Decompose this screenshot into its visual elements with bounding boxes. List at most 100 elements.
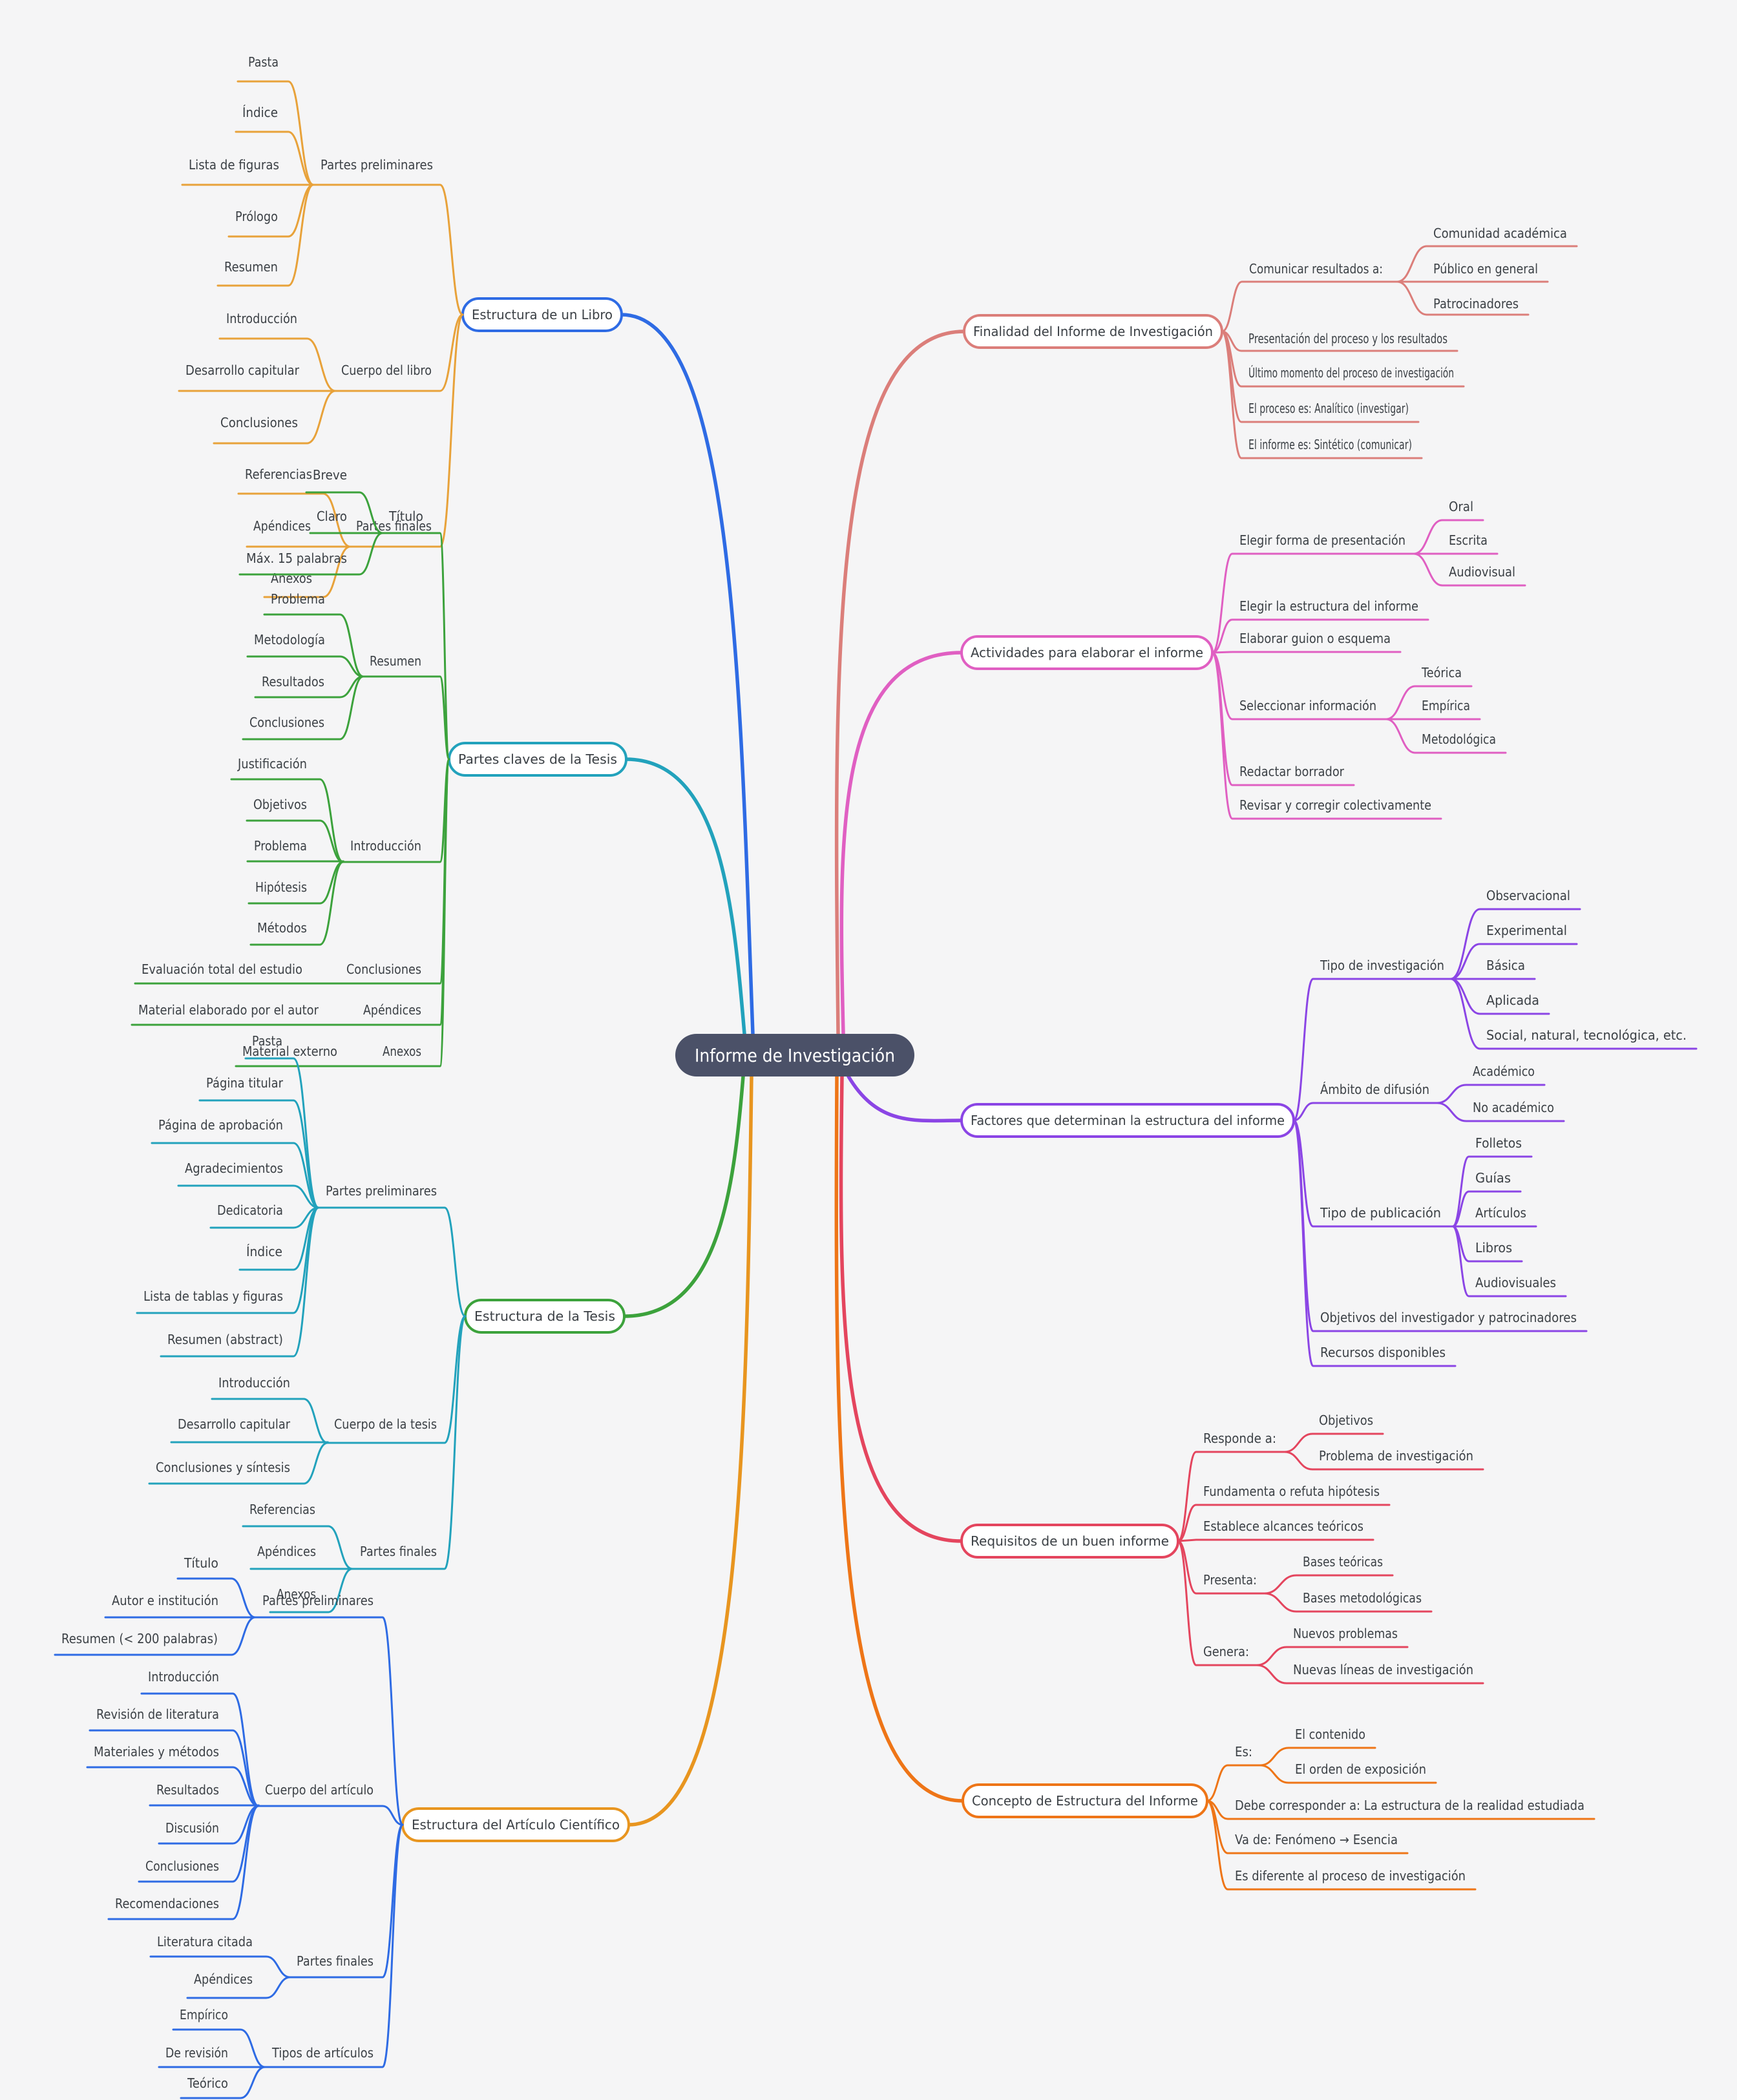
node-label[interactable]: El informe es: Sintético (comunicar) [1248,437,1412,452]
node-label[interactable]: Apéndices [257,1544,316,1559]
node-label[interactable]: Responde a: [1203,1431,1276,1446]
node-label[interactable]: Anexos [383,1044,421,1059]
node-label[interactable]: Bases teóricas [1303,1554,1383,1570]
node-label[interactable]: Partes preliminares [326,1183,437,1199]
node-label[interactable]: Presentación del proceso y los resultado… [1248,331,1448,346]
node-label[interactable]: Breve [313,467,347,483]
node-label[interactable]: Audiovisual [1449,564,1515,580]
node-label[interactable]: Claro [317,509,347,524]
node-label[interactable]: Patrocinadores [1433,296,1519,311]
node-label[interactable]: Dedicatoria [217,1202,283,1218]
node-label[interactable]: Guías [1475,1170,1511,1186]
node-label[interactable]: Audiovisuales [1475,1275,1556,1290]
node-label[interactable]: No académico [1473,1100,1554,1115]
node-label[interactable]: Seleccionar información [1239,698,1376,713]
node-label[interactable]: Aplicada [1486,992,1539,1008]
node-label[interactable]: Nuevas líneas de investigación [1293,1662,1473,1677]
node-label[interactable]: Comunicar resultados a: [1249,261,1383,277]
node-label[interactable]: Literatura citada [157,1934,253,1949]
node-label[interactable]: Genera: [1203,1644,1249,1659]
node-label[interactable]: Partes finales [360,1544,437,1559]
node-label[interactable]: Prólogo [235,209,278,224]
node-label[interactable]: Objetivos [253,797,307,812]
node-label[interactable]: Desarrollo capitular [178,1416,291,1432]
node-label[interactable]: Anexos [277,1586,316,1602]
node-label[interactable]: Tipo de publicación [1320,1205,1441,1221]
node-label[interactable]: Ámbito de difusión [1320,1082,1429,1097]
node-label[interactable]: Referencias [245,467,312,482]
node-label[interactable]: Elaborar guion o esquema [1239,631,1391,646]
node-label[interactable]: Problema de investigación [1319,1448,1473,1464]
node-label[interactable]: Resumen [370,653,421,669]
node-label[interactable]: Tipos de artículos [271,2045,374,2061]
node-label[interactable]: Justificación [237,756,307,772]
node-label[interactable]: Público en general [1433,261,1538,277]
node-label[interactable]: Objetivos [1319,1412,1373,1428]
node-label[interactable]: Índice [242,105,278,120]
node-label[interactable]: Metodológica [1422,731,1496,747]
node-label[interactable]: Metodología [254,632,325,647]
node-label[interactable]: Comunidad académica [1433,226,1567,241]
node-label[interactable]: Resumen (< 200 palabras) [61,1631,218,1646]
node-label[interactable]: Referencias [249,1502,315,1517]
node-label[interactable]: Anexos [271,571,312,586]
node-label[interactable]: Evaluación total del estudio [142,961,302,977]
node-label[interactable]: Métodos [257,920,307,936]
node-label[interactable]: Empírica [1422,698,1470,713]
node-label[interactable]: Partes preliminares [321,157,433,173]
node-label[interactable]: Agradecimientos [185,1160,283,1176]
node-label[interactable]: Es: [1235,1744,1252,1759]
node-label[interactable]: Revisión de literatura [96,1706,219,1722]
node-label[interactable]: Elegir la estructura del informe [1239,598,1418,614]
node-label[interactable]: El proceso es: Analítico (investigar) [1248,401,1409,416]
node-label[interactable]: Partes finales [297,1953,374,1969]
node-label[interactable]: Objetivos del investigador y patrocinado… [1320,1310,1577,1325]
node-label[interactable]: Bases metodológicas [1303,1590,1422,1606]
node-label[interactable]: Observacional [1486,888,1570,903]
node-label[interactable]: Introducción [226,311,297,326]
node-label[interactable]: Lista de figuras [189,157,279,173]
node-label[interactable]: Fundamenta o refuta hipótesis [1203,1484,1380,1499]
node-label[interactable]: Conclusiones [346,961,421,977]
node-label[interactable]: Folletos [1475,1135,1522,1151]
node-label[interactable]: Introducción [148,1669,219,1685]
central-topic-box[interactable] [675,1034,914,1076]
node-label[interactable]: Oral [1449,499,1473,514]
node-label[interactable]: Material elaborado por el autor [138,1002,319,1018]
node-label[interactable]: Recomendaciones [115,1896,219,1911]
node-label[interactable]: Elegir forma de presentación [1239,532,1405,548]
node-label[interactable]: Título [388,509,423,524]
node-label[interactable]: Título [184,1555,218,1571]
node-label[interactable]: Es diferente al proceso de investigación [1235,1868,1466,1884]
node-label[interactable]: Cuerpo del artículo [265,1782,374,1798]
node-label[interactable]: Escrita [1449,532,1488,548]
node-label[interactable]: El contenido [1295,1727,1365,1742]
node-label[interactable]: Partes finales [356,518,432,534]
node-label[interactable]: Revisar y corregir colectivamente [1239,797,1431,813]
node-label[interactable]: Debe corresponder a: La estructura de la… [1235,1798,1584,1813]
node-label[interactable]: Página de aprobación [158,1117,283,1133]
node-label[interactable]: Introducción [218,1375,290,1391]
node-label[interactable]: Lista de tablas y figuras [143,1288,283,1304]
node-label[interactable]: Desarrollo capitular [185,362,300,378]
node-label[interactable]: Partes preliminares [262,1593,374,1608]
node-label[interactable]: Problema [271,591,325,607]
node-label[interactable]: Teórica [1421,665,1462,680]
node-label[interactable]: Apéndices [363,1002,421,1018]
node-label[interactable]: Establece alcances teóricos [1203,1518,1363,1534]
node-label[interactable]: Resultados [262,674,324,689]
node-label[interactable]: Autor e institución [112,1593,218,1608]
node-label[interactable]: Experimental [1486,923,1567,938]
node-label[interactable]: Pasta [248,54,279,70]
node-label[interactable]: Máx. 15 palabras [246,551,347,566]
node-label[interactable]: Página titular [206,1075,284,1091]
node-label[interactable]: Materiales y métodos [94,1744,219,1759]
node-label[interactable]: Artículos [1475,1205,1526,1221]
node-label[interactable]: Recursos disponibles [1320,1345,1446,1360]
node-label[interactable]: Social, natural, tecnológica, etc. [1486,1027,1687,1043]
node-label[interactable]: Básica [1486,958,1525,973]
node-label[interactable]: Nuevos problemas [1293,1626,1398,1641]
node-label[interactable]: Conclusiones [145,1858,219,1874]
node-label[interactable]: Introducción [350,838,421,854]
node-label[interactable]: Presenta: [1203,1572,1257,1588]
